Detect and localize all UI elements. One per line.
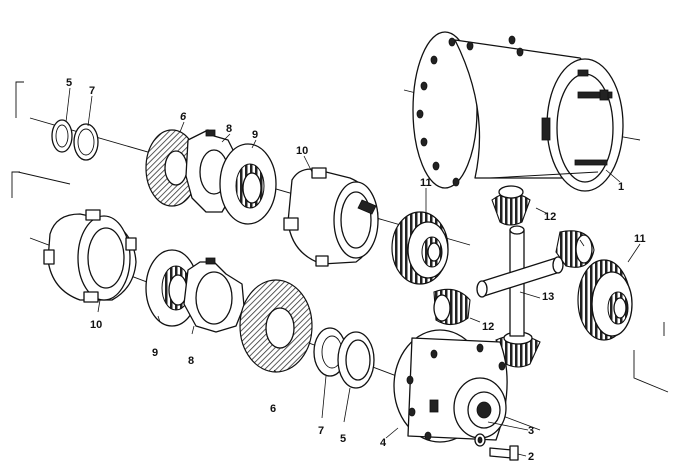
friction-disc-lower [239,279,313,373]
pressure-ring-upper [283,167,379,267]
callout-6-lower: 6 [270,403,276,415]
callout-5-lower: 5 [340,433,346,445]
housing-bolt-holes [416,35,524,187]
callout-4: 4 [380,437,387,449]
callout-8-upper: 8 [226,123,232,135]
clutch-plate-lower [183,257,245,333]
friction-disc-upper [145,129,199,207]
side-gear-upper [391,211,449,285]
callout-12-lower: 12 [482,321,494,333]
callout-2: 2 [528,451,534,461]
callout-8-lower: 8 [188,355,194,367]
leader-lines [65,87,641,457]
callout-11-upper: 11 [420,177,432,189]
snap-ring-upper [51,119,73,153]
pressure-ring-lower [43,209,137,303]
side-gear-right [577,259,633,341]
pinion-gear-top [491,185,531,226]
snap-ring-lower [337,331,375,389]
frame-brackets [11,81,669,393]
housing-cover [393,329,508,443]
clutch-disc-upper [219,143,277,225]
pinion-gear-right [555,230,595,268]
callout-1: 1 [618,181,624,193]
callout-12-upper: 12 [544,211,556,223]
callout-3: 3 [528,425,534,437]
differential-housing [412,31,624,192]
callout-labels: 1 2 3 4 5 5 6 6 7 7 8 8 9 9 10 10 11 11 … [66,77,646,461]
pinion-gear-left [433,288,471,326]
callout-13: 13 [542,291,554,303]
cross-shaft [476,225,564,337]
lock-washer [474,433,486,447]
callout-10-lower: 10 [90,319,102,331]
callout-7-upper: 7 [89,85,95,97]
callout-10-upper: 10 [296,145,308,157]
bolt [489,445,519,461]
thrust-washer-upper [73,123,99,161]
callout-5-upper: 5 [66,77,72,89]
callout-7-lower: 7 [318,425,324,437]
callout-9-upper: 9 [252,129,258,141]
callout-6-upper: 6 [180,111,187,123]
callout-11-right: 11 [634,233,646,245]
callout-9-lower: 9 [152,347,158,359]
